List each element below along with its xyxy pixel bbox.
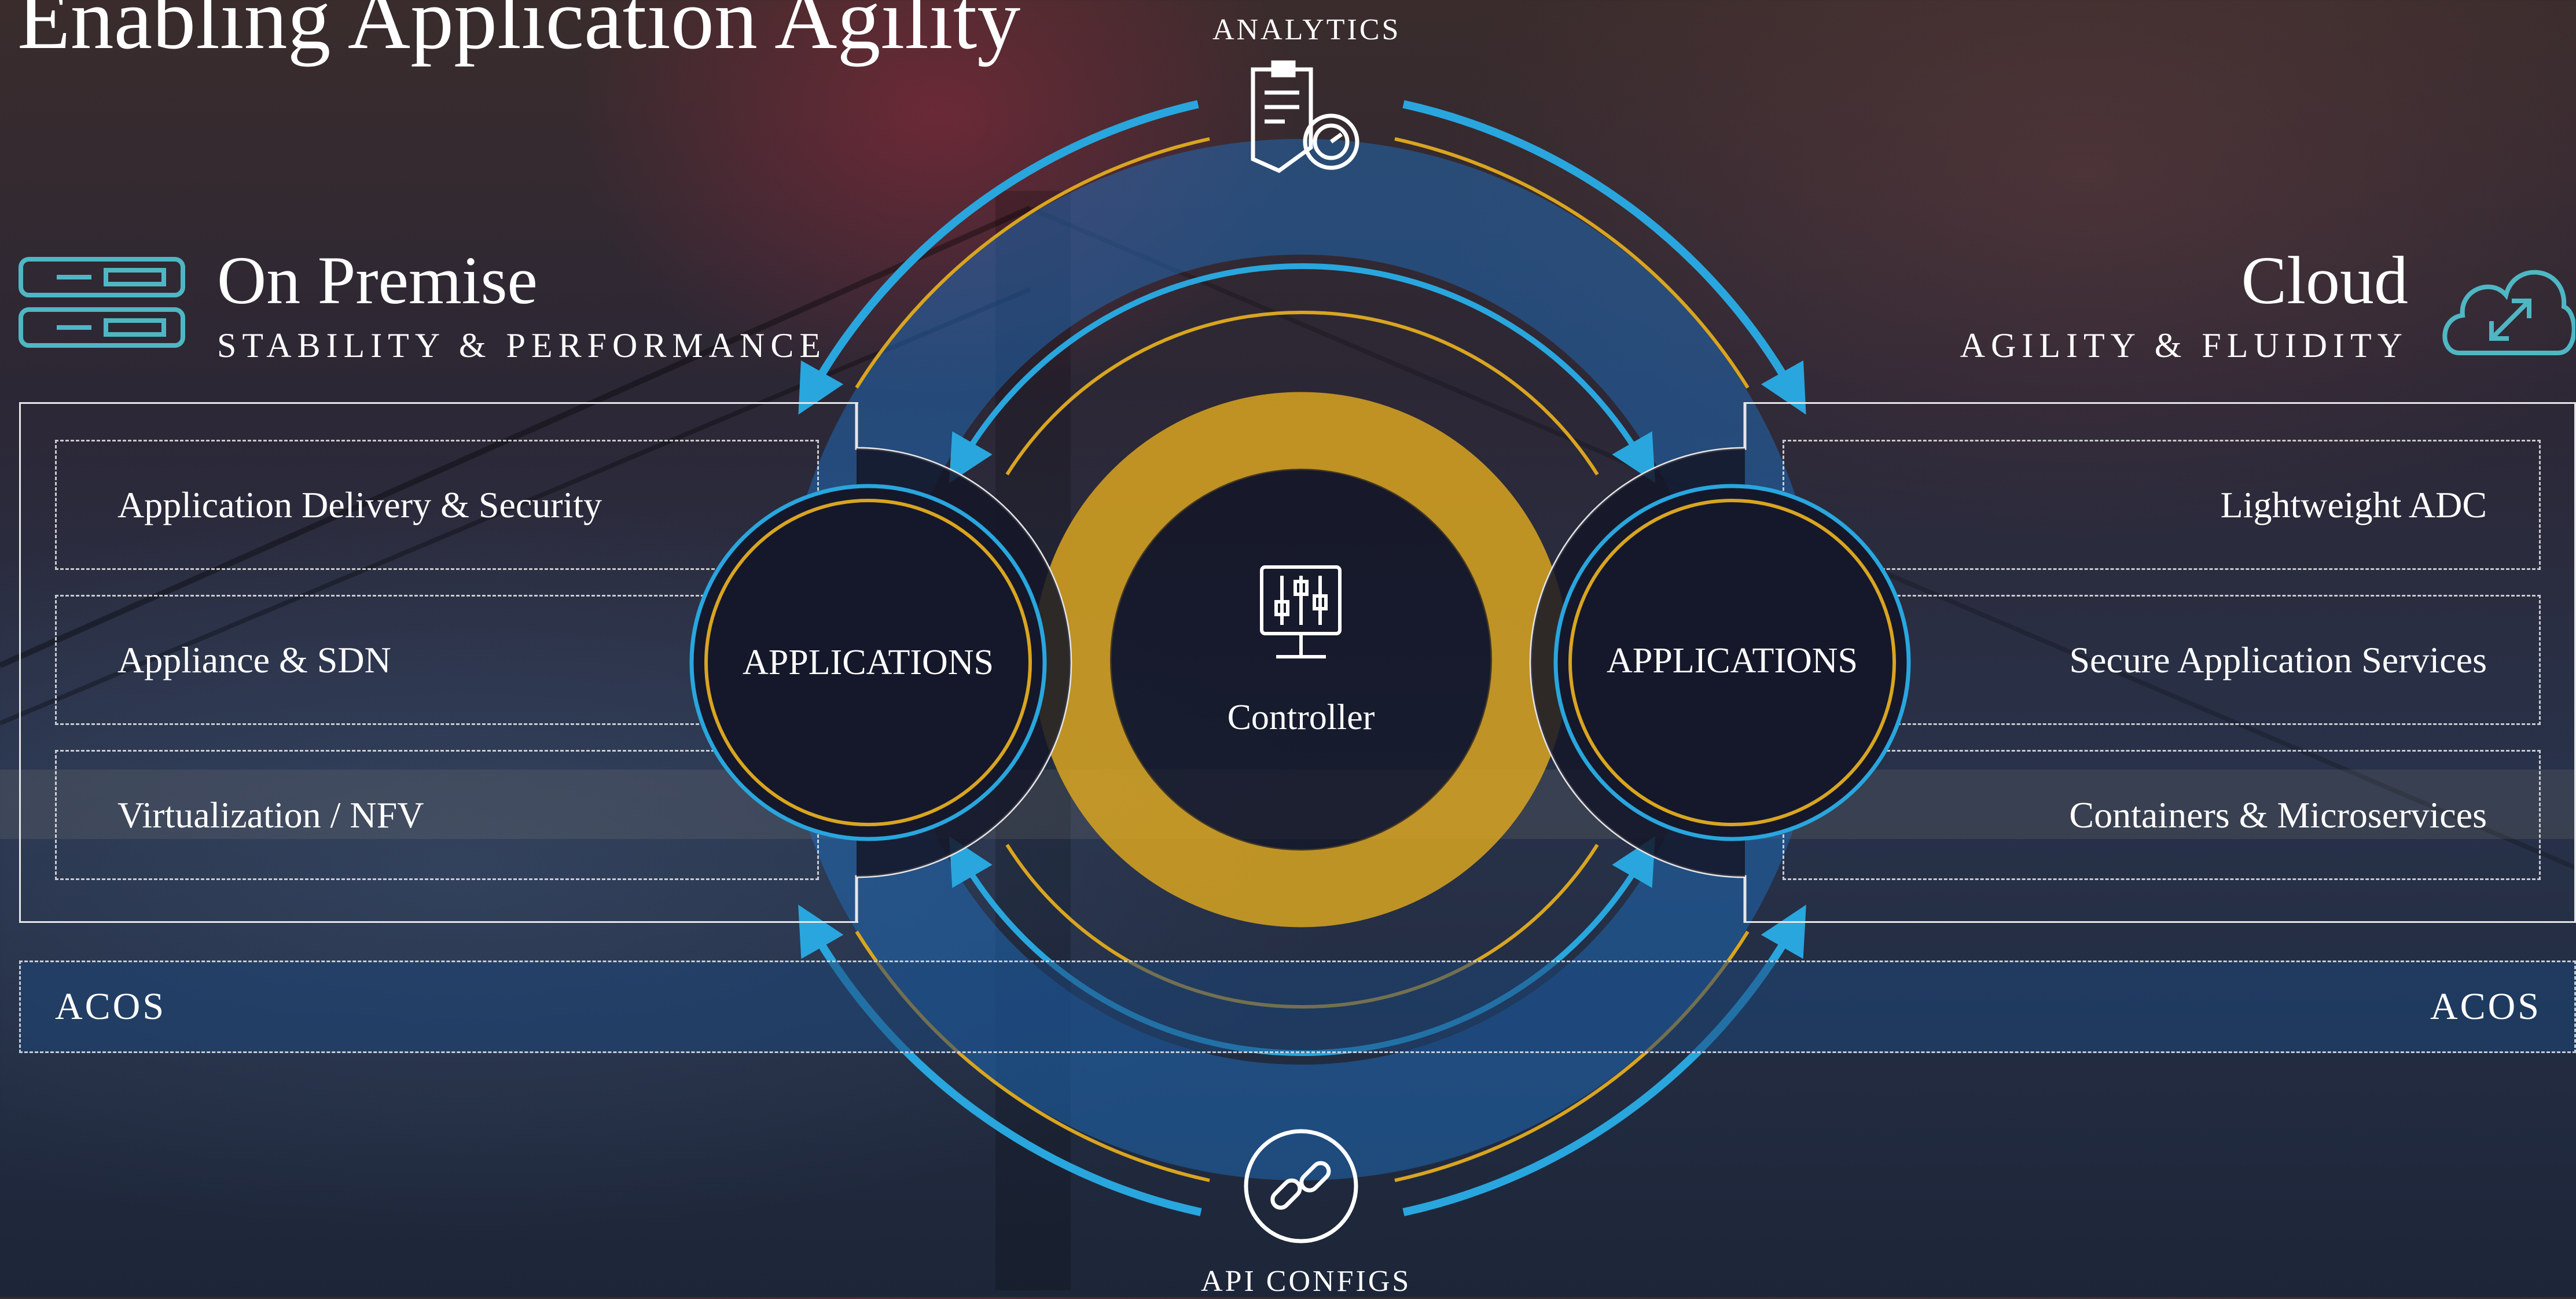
premise-applications-label: APPLICATIONS [742,643,994,682]
api-configs-label: API CONFIGS [1201,1265,1412,1298]
cloud-heading: Cloud [2241,242,2409,318]
center-disc [1110,469,1492,851]
cloud-applications-label: APPLICATIONS [1606,641,1858,680]
arrow-analytics-to-cloud [1402,100,1806,415]
cloud-item-lightweight-adc: Lightweight ADC [1783,440,2541,570]
acos-bar [19,961,2576,1053]
bridge-cable [0,205,1032,668]
cloud-subheading: AGILITY & FLUIDITY [1960,326,2408,365]
server-rack-icon [19,257,185,348]
analytics-label: ANALYTICS [1212,13,1401,46]
premise-item-application-delivery: Application Delivery & Security [55,440,819,570]
gold-arc [1394,137,1750,389]
cloud-item-containers: Containers & Microservices [1783,750,2541,880]
controller-label: Controller [1227,698,1375,737]
arrow-analytics-to-premise [798,100,1199,415]
acos-left-label: ACOS [55,985,167,1028]
on-premise-subheading: STABILITY & PERFORMANCE [217,326,827,365]
acos-right-label: ACOS [2430,985,2541,1028]
cloud-icon [2442,270,2575,355]
cloud-item-secure-app-services: Secure Application Services [1783,595,2541,725]
on-premise-heading: On Premise [217,242,538,318]
on-premise-panel [19,402,858,923]
gold-arc [855,137,1210,389]
premise-item-virtualization: Virtualization / NFV [55,750,819,880]
bridge-cable [0,287,1031,726]
cloud-panel [1745,402,2576,923]
page-title: Enabling Application Agility [17,0,1021,67]
